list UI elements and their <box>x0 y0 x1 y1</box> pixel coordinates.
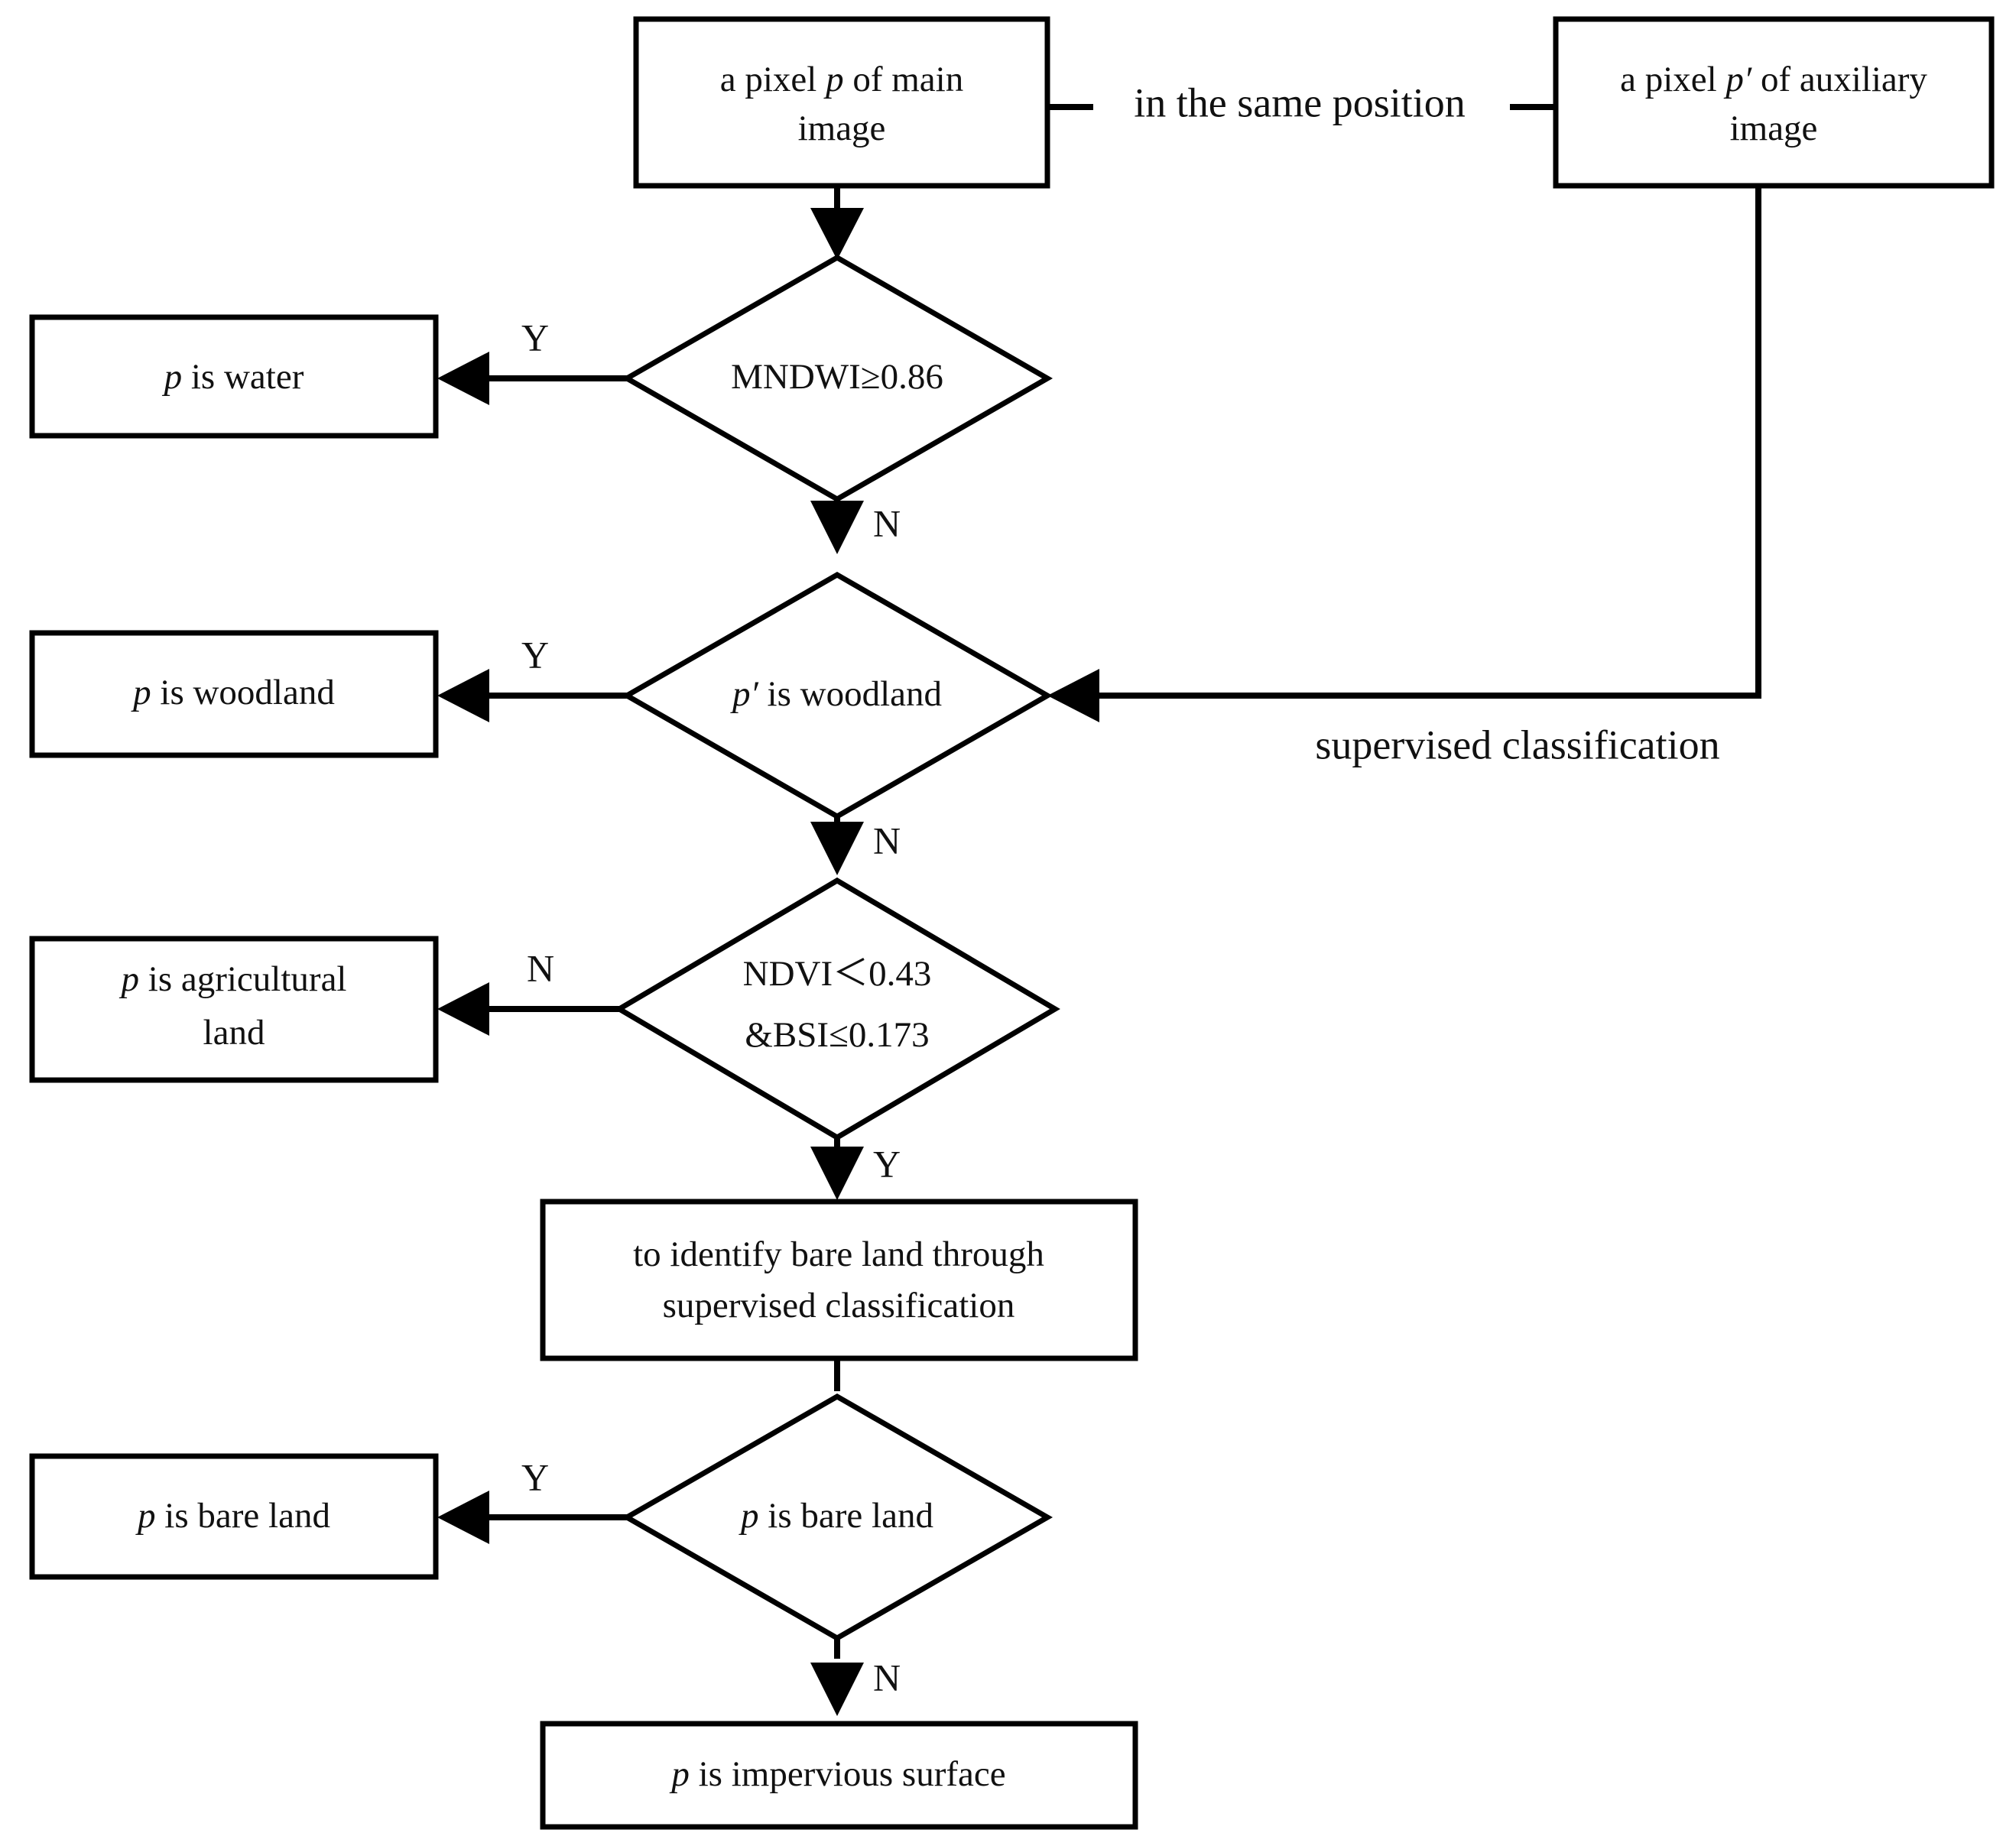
node-impervious-surface[interactable]: p is impervious surface <box>540 1721 1138 1830</box>
node-main-pixel-line2: image <box>798 109 886 148</box>
node-woodland-decision[interactable]: p′ is woodland <box>621 571 1053 820</box>
node-water-label: p is water <box>162 357 304 397</box>
node-woodland-label: p is woodland <box>131 673 335 712</box>
edge-label-bare-no: N <box>873 1656 901 1698</box>
edge-label-ndvi-no: N <box>527 946 554 989</box>
arrowhead-ndvi-to-identify-bare <box>810 1147 864 1200</box>
node-identify-bare-line2: supervised classification <box>663 1286 1015 1325</box>
node-identify-bare-line1: to identify bare land through <box>633 1234 1044 1274</box>
edge-label-mndwi-no: N <box>873 501 901 544</box>
node-mndwi-decision[interactable]: MNDWI≥0.86 <box>621 254 1053 503</box>
node-mndwi-label: MNDWI≥0.86 <box>731 357 943 397</box>
svg-text:image: image <box>798 109 886 148</box>
svg-text:image: image <box>1730 109 1818 148</box>
edge-label-mndwi-yes: Y <box>521 316 549 358</box>
node-aux-pixel-line1: a pixel p′ of auxiliary <box>1620 60 1927 99</box>
node-identify-bare-land[interactable]: to identify bare land through supervised… <box>540 1199 1138 1361</box>
arrowhead-aux-to-woodland-test <box>1047 669 1099 722</box>
edge-label-supervised-classification: supervised classification <box>1315 722 1719 767</box>
node-water[interactable]: p is water <box>29 314 439 439</box>
node-bare-test-label: p is bare land <box>739 1496 933 1536</box>
arrowhead-ndvi-to-agricultural <box>437 982 489 1036</box>
node-agricultural-line2: land <box>203 1013 265 1053</box>
arrowhead-bare-test-to-impervious <box>810 1663 864 1716</box>
edge-label-woodland-yes: Y <box>521 633 549 676</box>
node-bare-land[interactable]: p is bare land <box>29 1453 439 1580</box>
arrowhead-mndwi-to-woodland-test <box>810 501 864 554</box>
node-main-pixel-line1: a pixel p of main <box>720 60 963 99</box>
node-woodland[interactable]: p is woodland <box>29 630 439 758</box>
edge-aux-to-woodland-test <box>1086 187 1761 699</box>
node-bare-label: p is bare land <box>135 1496 330 1536</box>
arrowhead-woodland-test-to-woodland <box>437 669 489 722</box>
node-ndvi-line1: NDVI＜0.43 <box>743 954 932 994</box>
node-ndvi-line2: &BSI≤0.173 <box>745 1015 929 1055</box>
node-aux-pixel[interactable]: a pixel p′ of auxiliary image <box>1553 16 1995 189</box>
node-impervious-label: p is impervious surface <box>669 1754 1005 1794</box>
arrowhead-woodland-test-to-ndvi <box>810 822 864 875</box>
edge-label-bare-yes: Y <box>521 1455 549 1498</box>
edge-label-same-position: in the same position <box>1134 79 1465 125</box>
arrowhead-bare-test-to-bare <box>437 1491 489 1544</box>
edge-label-ndvi-yes: Y <box>873 1142 901 1185</box>
node-woodland-test-label: p′ is woodland <box>730 674 942 714</box>
svg-text:a pixel p of main: a pixel p of main <box>720 60 963 99</box>
svg-text:a pixel p′ of auxiliary: a pixel p′ of auxiliary <box>1620 60 1927 99</box>
arrowhead-main-to-mndwi <box>810 208 864 260</box>
node-ndvi-bsi-decision[interactable]: NDVI＜0.43 &BSI≤0.173 <box>614 877 1060 1141</box>
node-main-pixel[interactable]: a pixel p of main image <box>633 16 1050 189</box>
edge-label-woodland-no: N <box>873 819 901 861</box>
node-bare-land-decision[interactable]: p is bare land <box>621 1393 1053 1642</box>
node-aux-pixel-line2: image <box>1730 109 1818 148</box>
node-agricultural-land[interactable]: p is agricultural land <box>29 936 439 1083</box>
node-agricultural-line1: p is agricultural <box>119 959 347 999</box>
arrowhead-mndwi-to-water <box>437 352 489 405</box>
